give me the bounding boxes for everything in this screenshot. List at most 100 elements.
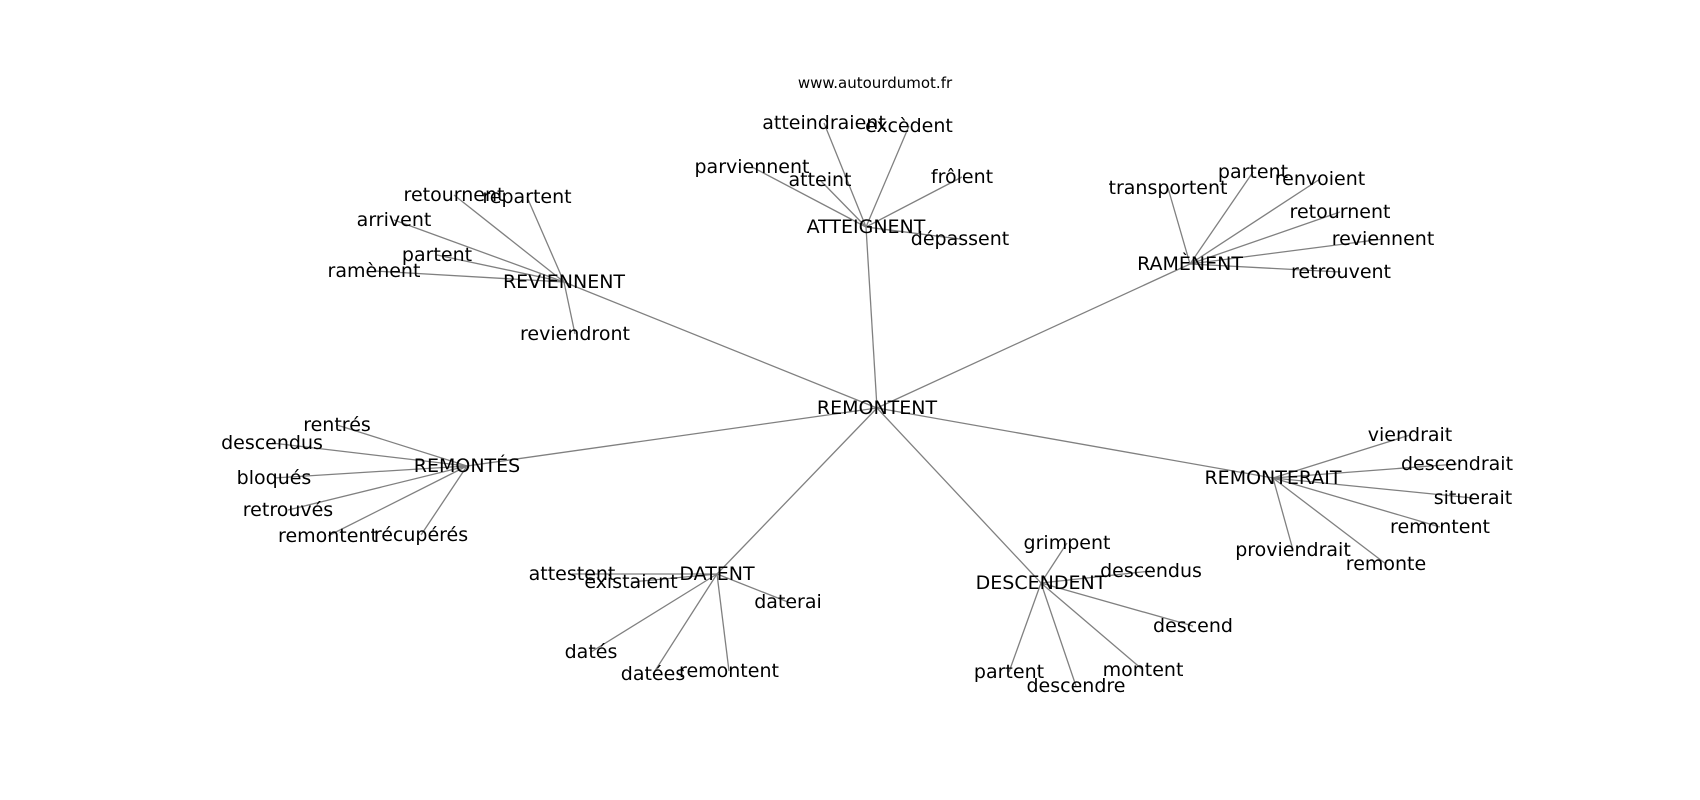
edge-ramenent-leaf [1189,171,1254,265]
graph-edges [271,122,1474,687]
leaf-node-label: parviennent [695,156,810,178]
edge-reviennent-leaf [563,281,576,335]
edge-remontes-leaf [273,465,468,479]
leaf-node-label: datées [621,663,685,685]
edge-atteignent-leaf [865,125,910,228]
edge-datent-leaf [652,573,718,675]
leaf-node-label: viendrait [1368,424,1453,446]
leaf-node-label: frôlent [931,166,993,188]
leaf-node-label: remontent [679,660,779,682]
leaf-node-label: descendrait [1401,453,1513,475]
edge-remonterait-leaf [1272,477,1387,565]
edge-reviennent-leaf [526,196,565,283]
leaf-node-label: transportent [1109,177,1228,199]
edge-descendent-leaf [1040,570,1152,584]
leaf-node-label: arrivent [357,209,432,231]
leaf-node-label: retrouvent [1291,261,1391,283]
leaf-node-label: descend [1153,615,1233,637]
hub-node-label: REVIENNENT [503,271,625,293]
edge-ramenent-leaf [1189,211,1341,265]
leaf-node-label: remontent [1390,516,1490,538]
leaf-node-label: retournent [404,184,505,206]
edge-datent-leaf [716,573,789,603]
graph-labels: www.autourdumot.fr REMONTENT ATTEIGNENT at… [221,74,1513,697]
leaf-node-label: excèdent [865,115,953,137]
leaf-node-label: grimpent [1024,532,1111,554]
edge-descendent-leaf [1040,582,1077,687]
leaf-node-label: descendus [221,432,323,454]
hub-node-label: REMONTERAIT [1204,467,1341,489]
edge-reviennent-leaf [373,270,565,283]
edge-remonterait-leaf [1272,434,1411,479]
edge-remontes-leaf [336,424,468,467]
leaf-node-label: dépassent [911,228,1009,250]
edge-center-to-reviennent [563,281,878,409]
edge-atteignent-leaf [751,166,867,228]
edge-descendent-leaf [1040,542,1068,584]
edge-center-to-descendent [876,407,1042,584]
leaf-node-label: repartent [482,186,571,208]
hub-node-label: RAMÈNENT [1137,252,1243,275]
leaf-node-label: bloqués [237,467,312,489]
leaf-node-label: atteindraient [762,112,886,134]
edge-datent-leaf [590,573,718,653]
edge-descendent-leaf [1040,582,1144,671]
leaf-node-label: attestent [529,563,616,585]
leaf-node-label: partent [402,244,472,266]
edge-ramenent-leaf [1189,263,1342,273]
edge-remonterait-leaf [1272,477,1441,528]
edge-remontes-leaf [287,465,468,511]
hub-node-label: ATTEIGNENT [807,216,926,238]
edge-remontes-leaf [420,465,468,536]
edge-atteignent-leaf [865,176,963,228]
leaf-node-label: proviendrait [1235,539,1351,561]
leaf-node-label: retrouvés [243,499,333,521]
source-watermark: www.autourdumot.fr [798,74,953,92]
edge-reviennent-leaf [436,254,565,283]
leaf-node-label: partent [1218,161,1288,183]
leaf-node-label: situerait [1434,487,1513,509]
edge-remontes-leaf [271,442,468,467]
edge-remonterait-leaf [1272,463,1458,479]
edge-descendent-leaf [1008,582,1042,673]
hub-node-label: DATENT [679,563,755,585]
leaf-node-label: descendus [1100,560,1202,582]
edge-remonterait-leaf [1272,477,1474,499]
leaf-node-label: reviennent [1332,228,1435,250]
edge-atteignent-leaf [865,226,961,240]
hub-node-label: REMONTÉS [414,454,520,477]
edge-reviennent-leaf [393,219,565,283]
edge-ramenent-leaf [1167,187,1191,265]
leaf-node-label: remonte [1346,553,1426,575]
edge-datent-leaf [630,573,718,583]
leaf-node-label: reviendront [520,323,630,345]
leaf-node-label: remontent [278,525,378,547]
edge-remonterait-leaf [1272,477,1294,551]
leaf-node-label: retournent [1290,201,1391,223]
edge-center-to-datent [716,407,878,575]
leaf-node-label: rentrés [303,414,371,436]
edge-ramenent-leaf [1189,178,1321,265]
edge-reviennent-leaf [453,194,565,283]
leaf-node-label: montent [1103,659,1184,681]
leaf-node-label: daterai [754,591,822,613]
edge-center-to-remontes [466,407,878,467]
leaf-node-label: descendre [1027,675,1126,697]
edge-datent-leaf [716,573,730,672]
edge-descendent-leaf [1040,582,1194,627]
edge-remontes-leaf [327,465,468,537]
edge-atteignent-leaf [819,179,867,228]
leaf-node-label: ramènent [328,260,421,282]
center-node-label: REMONTENT [817,397,938,419]
hub-node-label: DESCENDENT [976,572,1107,594]
leaf-node-label: datés [565,641,618,663]
edge-atteignent-leaf [823,122,867,228]
leaf-node-label: atteint [788,169,851,191]
leaf-node-label: partent [974,661,1044,683]
edge-center-to-atteignent [865,226,878,409]
edge-ramenent-leaf [1189,238,1384,265]
edge-center-to-ramenent [876,263,1191,409]
leaf-node-label: renvoient [1275,168,1365,190]
leaf-node-label: existaient [584,571,677,593]
